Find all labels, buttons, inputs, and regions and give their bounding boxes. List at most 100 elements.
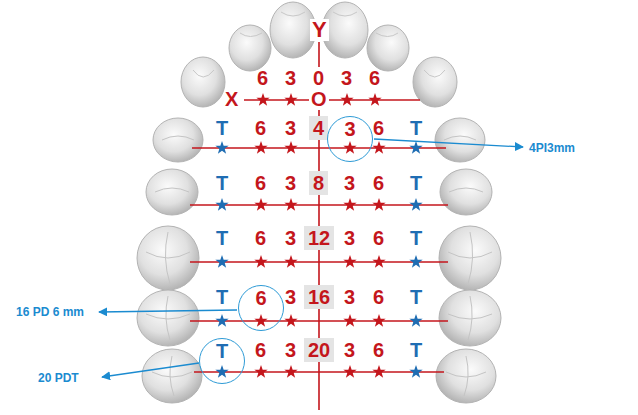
grid-lines xyxy=(190,42,448,410)
star-marker xyxy=(284,314,297,327)
callout-text: 16 PD 6 mm xyxy=(16,305,84,320)
teeth-left xyxy=(137,2,316,403)
star-marker xyxy=(215,365,228,378)
star-marker xyxy=(340,93,353,106)
leader-line xyxy=(102,363,199,377)
star-marker xyxy=(254,255,267,268)
star-marker xyxy=(284,255,297,268)
grid-label: 6 xyxy=(257,67,268,89)
tooth-marker-label: T xyxy=(410,172,422,194)
grid-label: 3 xyxy=(285,286,296,308)
grid-label: 3 xyxy=(285,67,296,89)
star-marker xyxy=(343,255,356,268)
star-markers xyxy=(215,93,422,378)
grid-label: 3 xyxy=(344,227,355,249)
star-marker xyxy=(409,314,422,327)
tooth-marker-label: T xyxy=(216,172,228,194)
node-text: 4 xyxy=(313,117,324,139)
star-marker xyxy=(409,141,422,154)
row-line xyxy=(194,371,444,373)
node-text: T xyxy=(216,340,228,362)
row-line xyxy=(190,320,448,322)
grid-label: 6 xyxy=(373,286,384,308)
star-marker xyxy=(372,198,385,211)
node-text: 8 xyxy=(313,172,324,194)
grid-label: 6 xyxy=(369,67,380,89)
highlight-circle: 6 xyxy=(238,285,284,331)
callout-text: 4PI3mm xyxy=(529,141,575,156)
node-text: 20 xyxy=(308,339,330,361)
star-marker xyxy=(372,314,385,327)
highlight-circle: T xyxy=(199,338,245,384)
grid-label: 3 xyxy=(341,67,352,89)
node-text: 16 xyxy=(308,286,330,308)
star-marker xyxy=(254,198,267,211)
distance-number-box: 16 xyxy=(304,285,334,309)
star-marker xyxy=(343,198,356,211)
grid-label: 3 xyxy=(344,286,355,308)
star-marker xyxy=(256,93,269,106)
star-marker xyxy=(254,365,267,378)
star-marker xyxy=(215,198,228,211)
node-text: 12 xyxy=(308,227,330,249)
star-marker xyxy=(284,93,297,106)
star-marker xyxy=(284,365,297,378)
grid-label: O xyxy=(309,88,329,110)
grid-label: 6 xyxy=(373,117,384,139)
star-marker xyxy=(215,314,228,327)
distance-number-box: 12 xyxy=(304,226,334,250)
teeth-right xyxy=(322,2,501,403)
row-line xyxy=(244,99,420,101)
row-line xyxy=(192,147,446,149)
star-marker xyxy=(215,141,228,154)
star-marker xyxy=(372,141,385,154)
grid-label: 3 xyxy=(344,172,355,194)
leader-line xyxy=(99,310,237,312)
grid-label: 6 xyxy=(255,227,266,249)
row-line xyxy=(190,261,448,263)
tooth-marker-label: T xyxy=(410,227,422,249)
star-marker xyxy=(215,255,228,268)
node-text: 6 xyxy=(255,287,266,309)
grid-label: 6 xyxy=(373,227,384,249)
star-marker xyxy=(368,93,381,106)
star-marker xyxy=(409,255,422,268)
callout-text: 20 PDT xyxy=(38,371,79,386)
tooth-marker-label: T xyxy=(216,286,228,308)
tooth-marker-label: T xyxy=(216,227,228,249)
grid-label: 6 xyxy=(373,339,384,361)
star-marker xyxy=(284,198,297,211)
distance-number-box: 8 xyxy=(309,171,328,195)
tooth-marker-label: T xyxy=(410,117,422,139)
star-marker xyxy=(343,141,356,154)
row-line xyxy=(190,204,448,206)
grid-label: 3 xyxy=(285,117,296,139)
grid-label: 0 xyxy=(311,67,326,89)
star-marker xyxy=(372,365,385,378)
tooth-marker-label: T xyxy=(216,117,228,139)
star-marker xyxy=(409,365,422,378)
star-marker xyxy=(343,365,356,378)
tooth-marker-label: T xyxy=(410,339,422,361)
grid-label: 6 xyxy=(373,172,384,194)
grid-label: X xyxy=(225,88,238,110)
grid-label: Y xyxy=(310,19,329,41)
distance-number-box: 4 xyxy=(309,116,328,140)
star-marker xyxy=(343,314,356,327)
grid-label: 3 xyxy=(285,172,296,194)
highlight-circle: 3 xyxy=(327,116,373,162)
leader-lines xyxy=(99,139,523,377)
star-marker xyxy=(254,141,267,154)
grid-label: 3 xyxy=(285,227,296,249)
star-marker xyxy=(284,141,297,154)
grid-label: 3 xyxy=(285,339,296,361)
distance-number-box: 20 xyxy=(304,338,334,362)
grid-label: 6 xyxy=(255,172,266,194)
star-marker xyxy=(254,314,267,327)
tooth-marker-label: T xyxy=(410,286,422,308)
grid-label: 3 xyxy=(344,339,355,361)
grid-label: 6 xyxy=(255,339,266,361)
node-text: 3 xyxy=(344,118,355,140)
star-marker xyxy=(409,198,422,211)
